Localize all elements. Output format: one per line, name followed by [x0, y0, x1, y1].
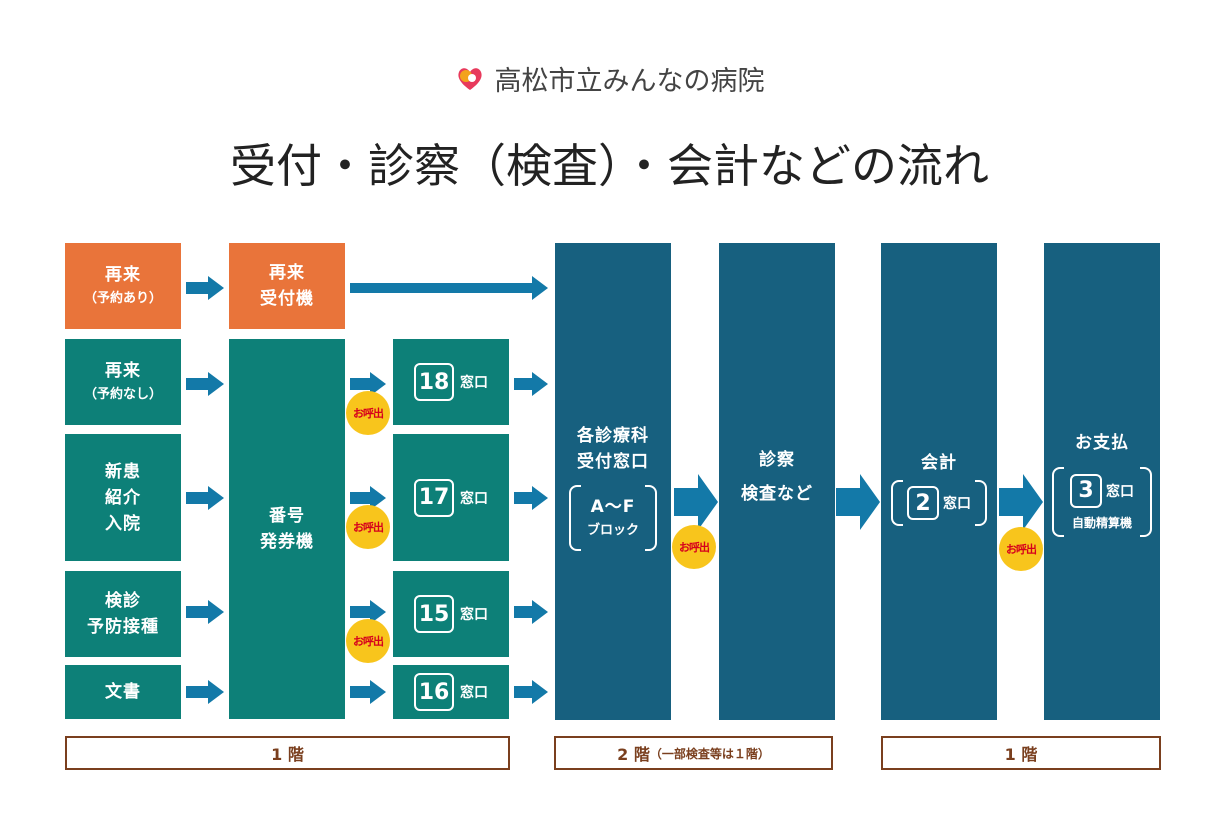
department-block-sub: ブロック: [586, 523, 639, 538]
payment-bracket: 3 窓口 自動精算機: [1052, 467, 1152, 537]
payment-box: お支払 3 窓口 自動精算機: [1044, 243, 1160, 720]
exam-line2: 検査など: [741, 484, 813, 504]
arrow-icon: [186, 372, 224, 396]
exam-line1: 診察: [759, 450, 795, 470]
unreserved-revisit-title: 再来: [105, 361, 141, 381]
bracket-left-icon: [1052, 467, 1064, 537]
departments-line1: 各診療科: [577, 426, 649, 446]
window-label: 窓口: [460, 607, 488, 623]
accounting-label: 窓口: [943, 496, 971, 512]
floor-2-note: （一部検査等は１階）: [649, 746, 770, 761]
ticket-machine-box: 番号 発券機: [229, 339, 345, 719]
payment-label: 窓口: [1106, 483, 1134, 500]
arrow-icon: [350, 372, 386, 396]
window-label: 窓口: [460, 490, 488, 507]
floor-1-right: 1 階: [881, 736, 1161, 770]
checkup-line1: 検診: [105, 591, 141, 611]
call-badge: お呼出: [346, 391, 390, 435]
arrow-icon: [350, 486, 386, 510]
ticket-machine-line1: 番号: [269, 506, 305, 526]
payment-number: 3: [1070, 473, 1102, 508]
floor-2: 2 階（一部検査等は１階）: [554, 736, 833, 770]
arrow-icon: [514, 600, 548, 624]
arrow-icon: [186, 486, 224, 510]
reserved-revisit-box: 再来 （予約あり）: [65, 243, 181, 329]
bracket-right-icon: [1140, 467, 1152, 537]
ticket-machine-line2: 発券機: [260, 532, 314, 552]
window-number: 16: [414, 673, 454, 711]
department-block: A～F: [590, 497, 636, 517]
documents-title: 文書: [105, 682, 141, 702]
page-title: 受付・診察（検査）・会計などの流れ: [230, 139, 989, 193]
checkup-box: 検診 予防接種: [65, 571, 181, 657]
window-17-box: 17 窓口: [393, 434, 509, 561]
reception-machine-box: 再来 受付機: [229, 243, 345, 329]
call-badge: お呼出: [999, 527, 1043, 571]
new-patient-line1: 新患: [105, 461, 141, 482]
call-badge: お呼出: [346, 505, 390, 549]
block-bracket: A～F ブロック: [569, 485, 657, 551]
arrow-icon: [186, 680, 224, 704]
window-number: 18: [414, 363, 454, 401]
window-label: 窓口: [460, 685, 488, 701]
big-arrow-icon: [999, 474, 1043, 530]
departments-line2: 受付窓口: [577, 452, 649, 472]
floor-1-left: 1 階: [65, 736, 510, 770]
bracket-right-icon: [975, 480, 987, 526]
long-arrow-icon: [350, 276, 548, 300]
reception-machine-line1: 再来: [269, 263, 305, 283]
call-badge: お呼出: [672, 525, 716, 569]
big-arrow-icon: [674, 474, 718, 530]
hospital-header: 高松市立みんなの病院: [0, 56, 1219, 100]
floor-2-main: 2 階: [617, 745, 650, 764]
unreserved-revisit-box: 再来 （予約なし）: [65, 339, 181, 425]
hospital-name: 高松市立みんなの病院: [494, 65, 765, 97]
checkup-line2: 予防接種: [87, 617, 159, 637]
arrow-icon: [514, 486, 548, 510]
window-15-box: 15 窓口: [393, 571, 509, 657]
reserved-revisit-title: 再来: [105, 265, 141, 285]
window-label: 窓口: [460, 375, 488, 391]
bracket-left-icon: [569, 485, 581, 551]
departments-box: 各診療科 受付窓口 A～F ブロック: [555, 243, 671, 720]
window-number: 17: [414, 478, 454, 517]
window-16-box: 16 窓口: [393, 665, 509, 719]
new-patient-line2: 紹介: [105, 487, 141, 508]
exam-box: 診察 検査など: [719, 243, 835, 720]
payment-sub: 自動精算機: [1071, 515, 1132, 530]
arrow-icon: [350, 680, 386, 704]
window-18-box: 18 窓口: [393, 339, 509, 425]
accounting-number: 2: [907, 486, 939, 520]
arrow-icon: [186, 600, 224, 624]
payment-title: お支払: [1075, 433, 1129, 453]
accounting-box: 会計 2 窓口: [881, 243, 997, 720]
big-arrow-icon: [836, 474, 880, 530]
new-patient-line3: 入院: [105, 513, 141, 534]
bracket-right-icon: [644, 485, 657, 551]
new-patient-box: 新患 紹介 入院: [65, 434, 181, 561]
documents-box: 文書: [65, 665, 181, 719]
arrow-icon: [514, 680, 548, 704]
reserved-revisit-sub: （予約あり）: [83, 291, 162, 306]
accounting-title: 会計: [921, 453, 957, 473]
arrow-icon: [350, 600, 386, 624]
arrow-icon: [186, 276, 224, 300]
arrow-icon: [514, 372, 548, 396]
call-badge: お呼出: [346, 619, 390, 663]
unreserved-revisit-sub: （予約なし）: [83, 387, 162, 402]
bracket-left-icon: [891, 480, 903, 526]
accounting-bracket: 2 窓口: [891, 480, 987, 526]
reception-machine-line2: 受付機: [260, 289, 314, 309]
window-number: 15: [414, 595, 454, 633]
hospital-logo-icon: [457, 68, 482, 90]
